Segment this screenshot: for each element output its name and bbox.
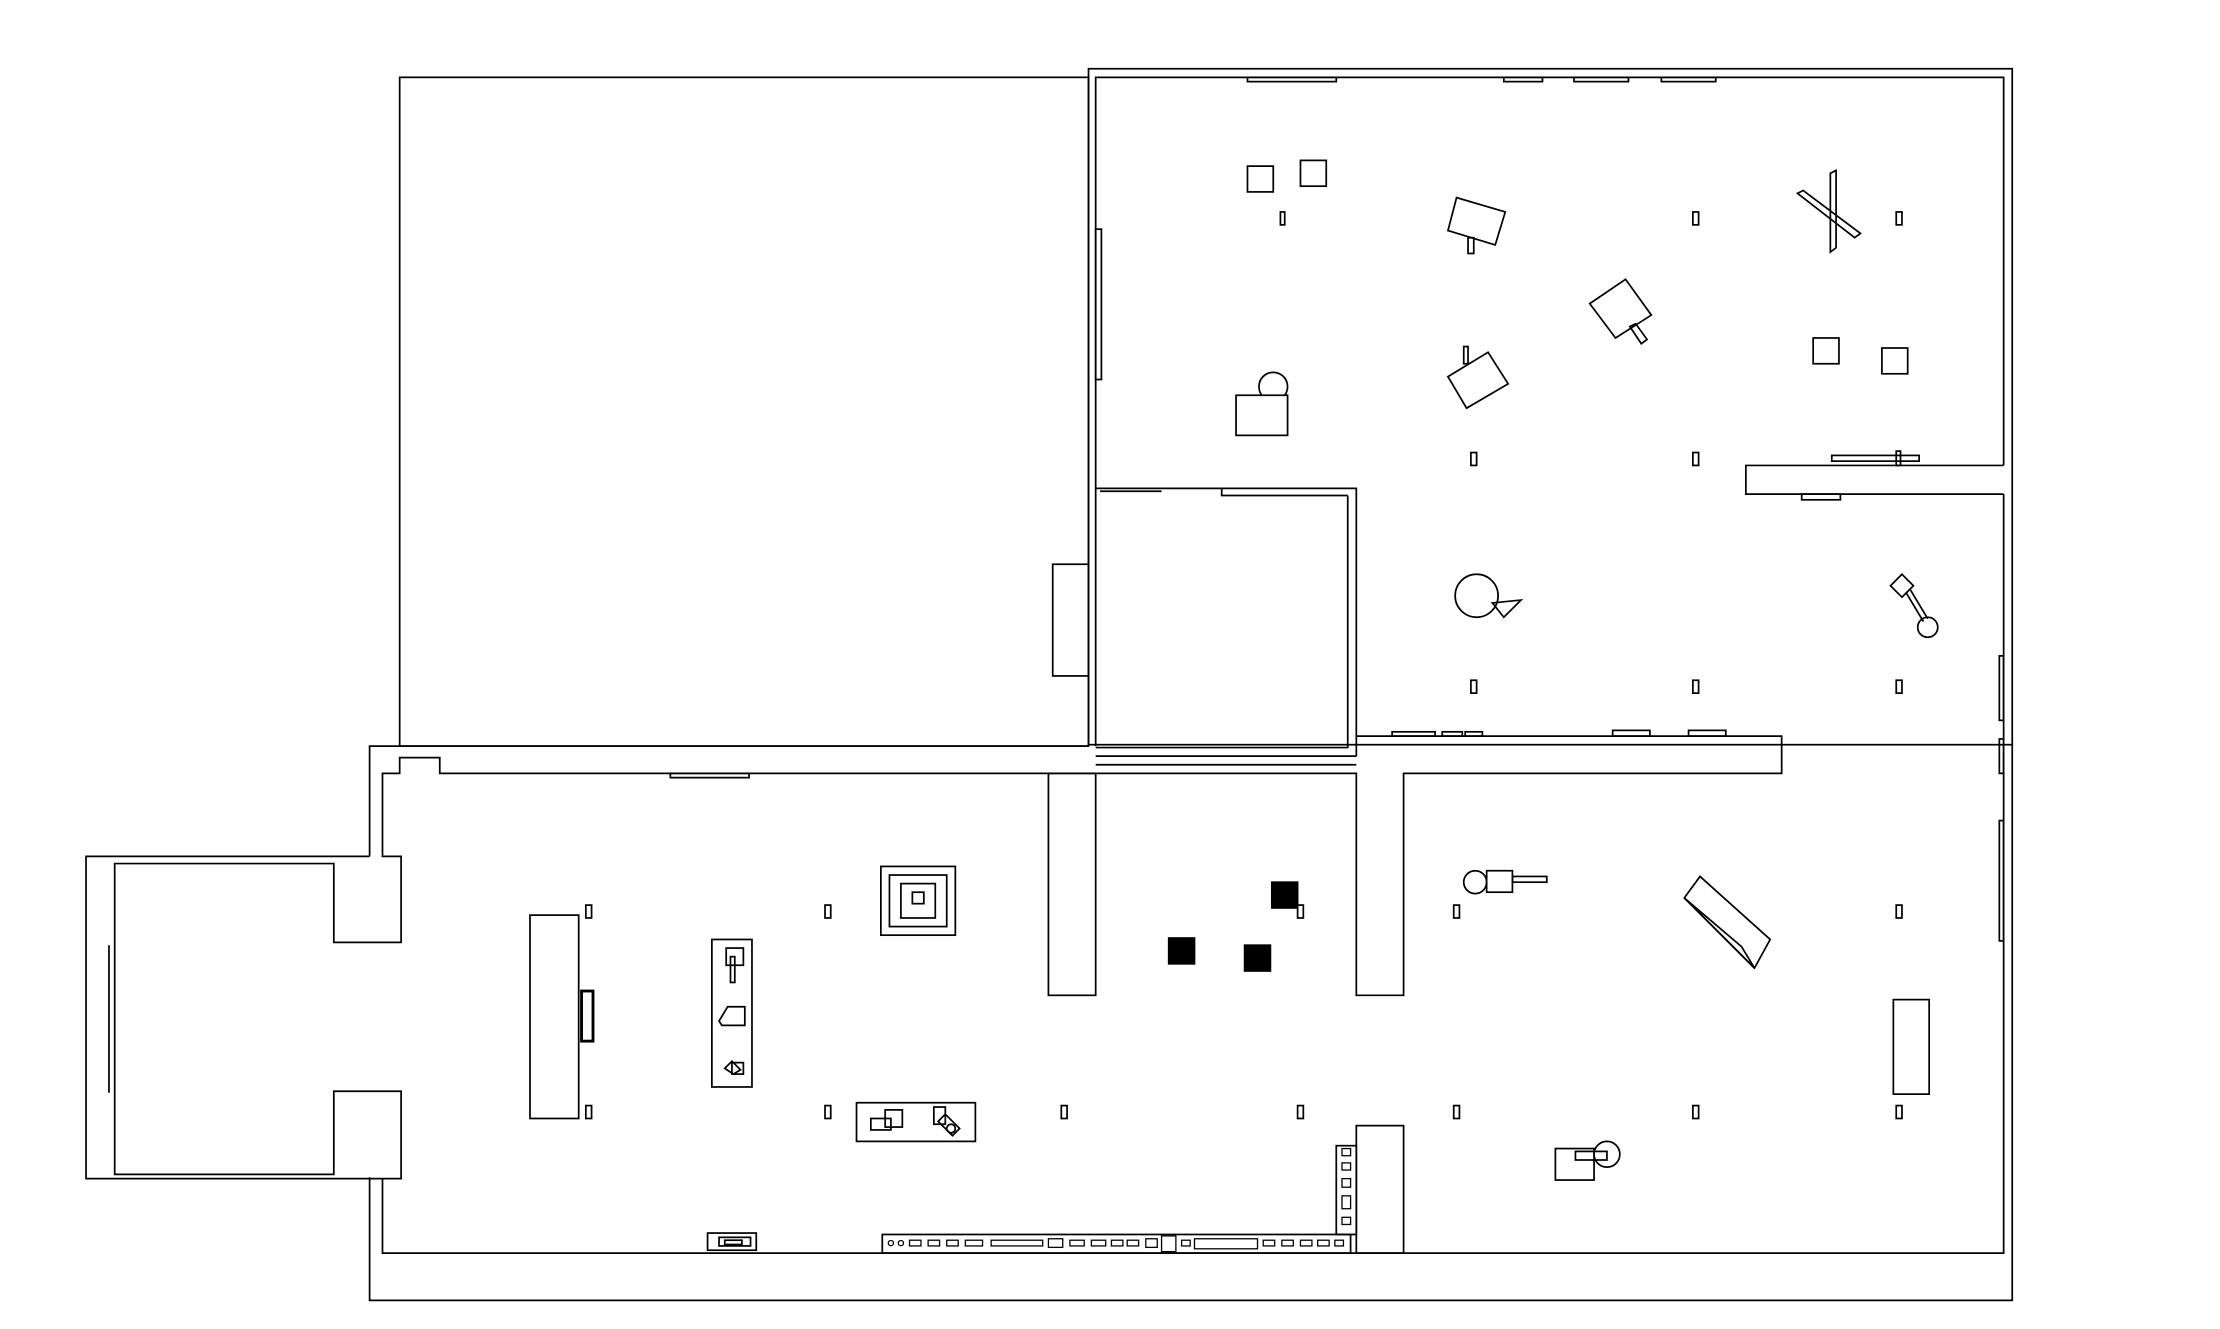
- plinth: [1299, 159, 1328, 188]
- window: [1246, 76, 1338, 83]
- column: [1452, 904, 1461, 919]
- right-partition-wall: [1744, 464, 2004, 495]
- column: [1895, 1104, 1903, 1120]
- window: [1441, 730, 1464, 737]
- window: [1998, 655, 2005, 722]
- t-divider-wall: [1095, 735, 1783, 997]
- column: [1692, 451, 1700, 467]
- window: [1391, 730, 1436, 737]
- window: [1464, 730, 1484, 737]
- column: [1470, 679, 1478, 695]
- solid-block: [1167, 937, 1196, 965]
- long-vitrine: [529, 914, 580, 1120]
- vertical-pier: [1047, 772, 1097, 997]
- upper-left-room-wall: [398, 76, 1090, 747]
- display-shelf: [881, 1233, 1352, 1254]
- column: [824, 904, 832, 919]
- window: [1998, 819, 2005, 942]
- desk-with-stool: [1554, 1140, 1621, 1181]
- column: [584, 1104, 593, 1120]
- walls: [85, 67, 2014, 1302]
- column: [1279, 211, 1286, 226]
- column: [1452, 1104, 1461, 1120]
- partition-detail: [1830, 450, 1921, 467]
- round-sculpture: [1454, 573, 1524, 619]
- window: [1611, 729, 1651, 737]
- outer-shell-wall: [368, 744, 2014, 1302]
- plinth: [1881, 347, 1909, 375]
- columns: [584, 211, 1903, 1120]
- column: [1692, 1104, 1700, 1120]
- cross-sculpture: [1795, 169, 1862, 254]
- upper-right-room-outer-wall: [1087, 67, 2014, 746]
- column: [1296, 904, 1305, 919]
- lower-short-wall: [1355, 1124, 1405, 1254]
- vertical-display-table: [711, 938, 753, 1088]
- plinth: [1812, 337, 1840, 365]
- window: [1094, 228, 1103, 381]
- column: [1895, 904, 1903, 919]
- vertical-display-items: [1341, 1147, 1352, 1226]
- column: [1895, 211, 1903, 226]
- right-vertical-plinth: [1892, 998, 1931, 1095]
- window: [1660, 76, 1717, 83]
- window: [1573, 76, 1630, 83]
- window: [1687, 729, 1727, 737]
- vertical-display-column: [1335, 1144, 1358, 1236]
- gallery-inner-wall: [381, 494, 2005, 1254]
- column: [1470, 451, 1478, 467]
- column: [824, 1104, 832, 1120]
- small-room-wall: [1095, 487, 1358, 757]
- column: [1692, 679, 1700, 695]
- lamp-sculpture: [1462, 869, 1548, 895]
- windows: [669, 76, 2005, 942]
- plinth: [1246, 165, 1275, 193]
- tilted-screen: [1588, 278, 1653, 345]
- solid-block: [1243, 944, 1272, 972]
- upper-room-exhibits: [1235, 159, 1939, 639]
- paddle-sculpture: [1889, 573, 1939, 639]
- column: [1060, 1104, 1068, 1120]
- tilted-screen: [1446, 345, 1510, 410]
- door-niche: [1051, 563, 1090, 677]
- window: [1502, 76, 1544, 83]
- column: [1692, 211, 1700, 226]
- floor-fixture: [706, 1232, 758, 1252]
- horizontal-display-table: [855, 1101, 977, 1143]
- tilted-screen: [1446, 196, 1507, 255]
- left-entrance-outer-wall: [368, 745, 1089, 857]
- window: [1998, 738, 2005, 775]
- shelf-items: [887, 1235, 1345, 1253]
- upper-right-room-inner-wall: [1094, 76, 2005, 747]
- column: [1895, 679, 1903, 695]
- wall-display-strip: [881, 1144, 1358, 1254]
- lower-gallery-exhibits: [529, 865, 1931, 1252]
- vitrine-panel: [580, 989, 595, 1043]
- column: [584, 904, 593, 919]
- nested-square-plinth: [880, 865, 957, 937]
- window: [669, 772, 750, 779]
- tilted-bench: [1683, 875, 1772, 970]
- window: [1800, 493, 1842, 501]
- column: [1296, 1104, 1305, 1120]
- solid-block: [1270, 881, 1299, 909]
- left-entrance-wall: [85, 756, 1096, 1180]
- desk-with-stool: [1235, 371, 1289, 437]
